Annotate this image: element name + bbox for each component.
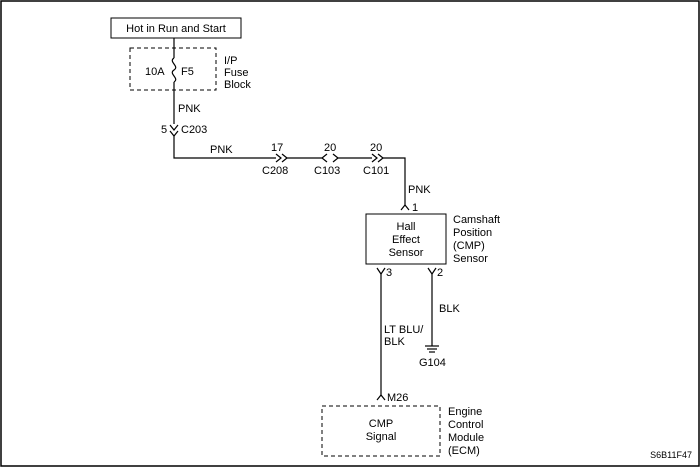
wire-label-blk: BLK — [439, 303, 460, 315]
sensor-pin-2: 2 — [437, 267, 443, 279]
figure-id: S6B11F47 — [650, 450, 692, 460]
m26-id: M26 — [387, 392, 408, 404]
ecm-name-line-4: (ECM) — [448, 445, 480, 457]
c203-id: C203 — [181, 124, 207, 136]
sensor-pin-3-terminal — [376, 267, 386, 276]
fuse-block-label-3: Block — [224, 79, 251, 91]
connector-c101 — [371, 153, 384, 163]
wire-label-pnk-2: PNK — [210, 144, 233, 156]
wire-label-ltblu-1: LT BLU/ — [384, 324, 424, 336]
c103-id: C103 — [314, 165, 340, 177]
ecm-name-line-1: Engine — [448, 406, 482, 418]
sensor-box-line-3: Sensor — [389, 247, 424, 259]
c203-pin: 5 — [161, 124, 167, 136]
fuse-block-label-1: I/P — [224, 55, 237, 67]
sensor-pin-1-terminal — [400, 204, 410, 211]
ground-id: G104 — [419, 357, 446, 369]
ecm-box-line-2: Signal — [366, 431, 397, 443]
connector-c208 — [275, 153, 288, 163]
fuse-rating: 10A — [145, 66, 165, 78]
c103-pin: 20 — [324, 142, 336, 154]
connector-c203 — [169, 124, 179, 137]
sensor-name-line-3: (CMP) — [453, 240, 485, 252]
hall-effect-sensor-box — [365, 213, 447, 265]
power-source-box — [110, 17, 242, 39]
sensor-name-line-4: Sensor — [453, 253, 488, 265]
fuse-symbol — [171, 57, 177, 83]
sensor-name-line-2: Position — [453, 227, 492, 239]
ecm-box — [321, 405, 441, 457]
ecm-name-line-2: Control — [448, 419, 483, 431]
wire-label-pnk-1: PNK — [178, 103, 201, 115]
c208-id: C208 — [262, 165, 288, 177]
m26-terminal — [376, 394, 386, 401]
c208-pin: 17 — [271, 142, 283, 154]
wire-label-pnk-3: PNK — [408, 184, 431, 196]
sensor-pin-1: 1 — [412, 202, 418, 214]
sensor-pin-3: 3 — [386, 267, 392, 279]
ground-icon — [425, 345, 439, 353]
fuse-block-label-2: Fuse — [224, 67, 248, 79]
sensor-pin-2-terminal — [427, 267, 437, 276]
power-source-label: Hot in Run and Start — [126, 23, 226, 35]
ecm-name-line-3: Module — [448, 432, 484, 444]
sensor-name-line-1: Camshaft — [453, 214, 500, 226]
connector-c103 — [321, 153, 339, 163]
c101-pin: 20 — [370, 142, 382, 154]
ecm-box-line-1: CMP — [369, 418, 393, 430]
fuse-block-box — [129, 47, 217, 91]
wire-label-ltblu-2: BLK — [384, 336, 405, 348]
fuse-id: F5 — [181, 66, 194, 78]
sensor-box-line-1: Hall — [397, 221, 416, 233]
sensor-box-line-2: Effect — [392, 234, 420, 246]
c101-id: C101 — [363, 165, 389, 177]
